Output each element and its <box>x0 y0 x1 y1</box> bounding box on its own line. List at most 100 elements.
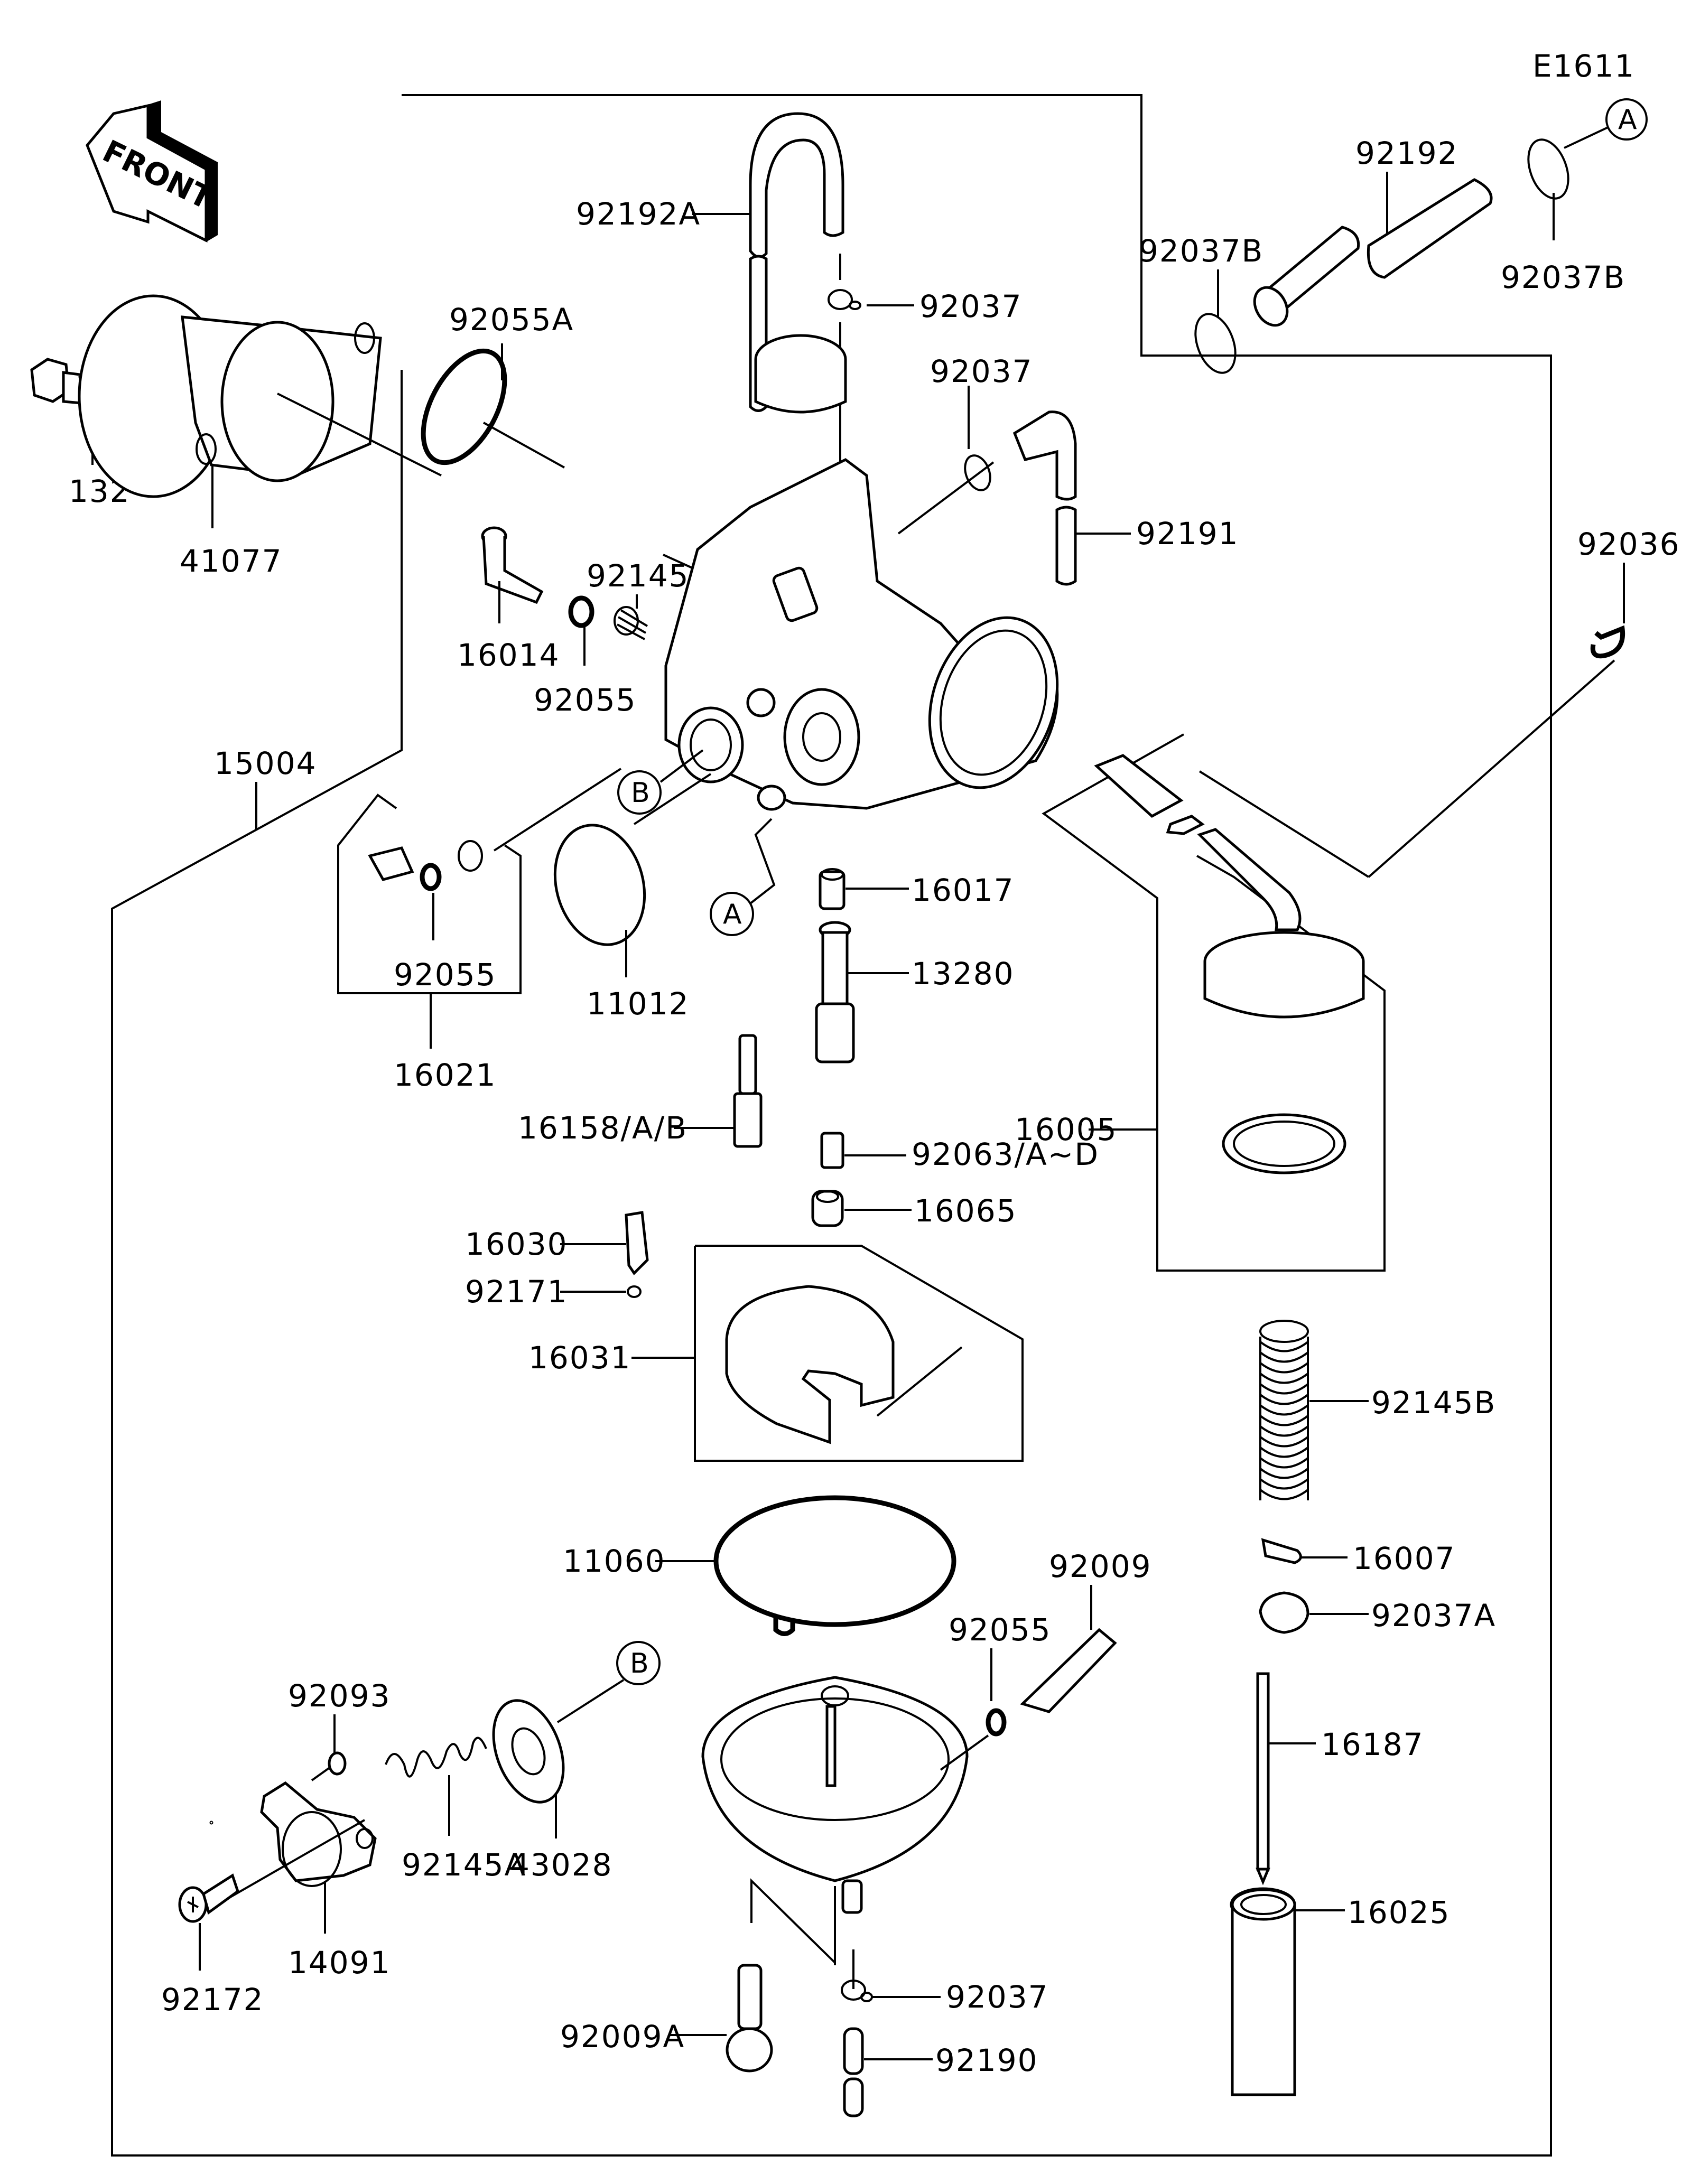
leader-line <box>1368 659 1615 878</box>
part-label-41077: 41077 <box>180 543 283 579</box>
part-label-92192: 92192 <box>1355 135 1458 171</box>
svg-text:B: B <box>630 1648 649 1679</box>
front-direction-arrow-icon: FRONT <box>86 100 218 243</box>
leader-line <box>750 1878 836 1964</box>
hose-end <box>1253 286 1289 327</box>
throttle-valve-16025[interactable] <box>1230 1887 1296 2096</box>
o-ring-92171[interactable] <box>627 1285 642 1298</box>
leader-line <box>311 1766 331 1781</box>
jet-holder-16065[interactable] <box>811 1190 844 1227</box>
clip-92036[interactable] <box>1590 625 1625 659</box>
hose-92191-lower <box>1055 506 1077 586</box>
kit-outline-16021 <box>337 794 522 994</box>
diagram-code: E1611 <box>1532 48 1635 84</box>
pilot-screw-16014[interactable] <box>481 526 544 604</box>
diaphragm-43028[interactable] <box>480 1691 576 1812</box>
emulsion-tube-13280[interactable] <box>815 921 855 1063</box>
part-label-92093: 92093 <box>288 1678 391 1714</box>
carburetor-body[interactable] <box>664 334 1078 811</box>
part-label-11060: 11060 <box>563 1543 666 1579</box>
clamp-92037B-left[interactable] <box>1188 309 1243 378</box>
part-label-92172: 92172 <box>161 1982 264 2018</box>
o-ring-92055-bowl[interactable] <box>986 1708 1007 1737</box>
part-label-92037-mid: 92037 <box>930 353 1033 389</box>
clip-92037A[interactable] <box>1259 1591 1309 1634</box>
leader-line <box>633 773 712 825</box>
cover-14091[interactable] <box>260 1781 377 1887</box>
part-label-92190: 92190 <box>935 2042 1038 2078</box>
part-label-92145: 92145 <box>587 558 690 594</box>
spring-92145A[interactable] <box>385 1737 487 1778</box>
clamp-92037-bottom[interactable] <box>841 1980 873 2002</box>
svg-text:A: A <box>1618 104 1637 136</box>
spring-92145B[interactable] <box>1259 1320 1309 1500</box>
part-label-92055-pilot: 92055 <box>534 682 637 718</box>
screw-92009A[interactable] <box>726 1964 773 2073</box>
part-label-92009A: 92009A <box>560 2019 685 2055</box>
leader-line <box>277 393 442 477</box>
leader-line <box>659 749 704 783</box>
part-label-16021: 16021 <box>394 1057 497 1093</box>
part-label-92037A: 92037A <box>1371 1598 1496 1634</box>
jet-needle-16187[interactable] <box>1256 1672 1270 1886</box>
clamp-92037-top[interactable] <box>828 289 861 310</box>
part-label-15004: 15004 <box>214 745 317 781</box>
cap-11012[interactable] <box>542 815 657 955</box>
clamp-92037-mid[interactable] <box>961 452 995 494</box>
leader-line <box>749 818 776 904</box>
reference-marker-b-upper: B <box>617 770 662 815</box>
part-label-92037B-left: 92037B <box>1139 233 1263 269</box>
o-ring-92055-pilot[interactable] <box>568 595 594 628</box>
part-label-14091: 14091 <box>288 1945 391 1981</box>
part-label-16017: 16017 <box>912 872 1015 908</box>
float-valve-16030[interactable] <box>625 1211 649 1275</box>
leader-line <box>897 461 995 535</box>
part-label-16014: 16014 <box>457 637 560 673</box>
part-label-11012: 11012 <box>587 986 690 1022</box>
clamp-92037B-right[interactable] <box>1521 134 1576 204</box>
float-bowl[interactable] <box>701 1676 969 1914</box>
gasket-11060[interactable] <box>713 1495 956 1627</box>
o-ring-92055A[interactable] <box>406 338 521 475</box>
part-label-92192A: 92192A <box>576 196 701 232</box>
leader-line <box>940 1734 989 1771</box>
part-label-92037B-right: 92037B <box>1501 259 1625 295</box>
svg-text:B: B <box>631 777 650 809</box>
leader-line <box>483 422 565 469</box>
adjust-screw-kit[interactable] <box>368 840 483 891</box>
intake-holder-41077[interactable] <box>78 294 382 498</box>
starter-plunger-16005[interactable] <box>1094 754 1365 1174</box>
part-label-92036: 92036 <box>1577 526 1680 562</box>
part-label-92063: 92063/A~D <box>912 1136 1099 1172</box>
spring-92145[interactable] <box>614 606 648 640</box>
leader-line <box>1198 770 1370 878</box>
main-jet-92063[interactable] <box>820 1132 844 1169</box>
reference-marker-b-lower: B <box>616 1641 661 1685</box>
svg-text:A: A <box>723 899 742 930</box>
jet-16017[interactable] <box>819 868 846 910</box>
leader-line <box>221 1819 365 1903</box>
leader-line <box>556 1679 625 1723</box>
part-label-16187: 16187 <box>1321 1726 1424 1762</box>
part-label-16007: 16007 <box>1353 1541 1456 1576</box>
part-label-92171: 92171 <box>465 1274 568 1310</box>
part-label-92009: 92009 <box>1049 1548 1152 1584</box>
gasket-tab <box>773 1617 795 1636</box>
float-16031[interactable] <box>725 1285 963 1444</box>
hose-92190[interactable] <box>843 2027 864 2117</box>
hose-92191[interactable] <box>1012 410 1077 501</box>
part-label-16030: 16030 <box>465 1226 568 1262</box>
reference-marker-a-top: A <box>1605 98 1648 141</box>
part-label-43028: 43028 <box>510 1847 613 1883</box>
washer-92093[interactable] <box>328 1751 347 1776</box>
clip-16007[interactable] <box>1261 1538 1302 1564</box>
hose-92192A[interactable] <box>749 112 844 258</box>
needle-valve-92009[interactable] <box>1020 1628 1117 1713</box>
leader-line <box>1564 126 1610 149</box>
part-label-16065: 16065 <box>914 1193 1017 1229</box>
screw-92172[interactable] <box>178 1821 239 1923</box>
part-label-92191: 92191 <box>1136 516 1239 552</box>
part-label-92145A: 92145A <box>402 1847 526 1883</box>
pilot-jet-16158[interactable] <box>733 1034 763 1148</box>
